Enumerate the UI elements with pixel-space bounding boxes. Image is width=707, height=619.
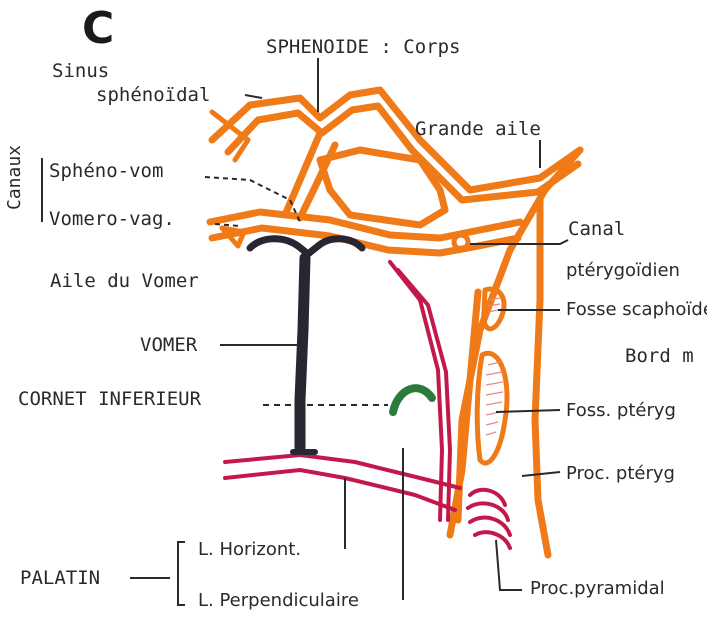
label-sphenoide-corps: SPHENOIDE : Corps	[266, 36, 460, 58]
label-fosse-scapho: Fosse scaphoïde	[566, 299, 707, 321]
label-canal-line2: ptérygoïdien	[566, 260, 680, 282]
label-aile-vomer: Aile du Vomer	[50, 270, 199, 292]
label-sinus-line2: sphénoïdal	[96, 84, 210, 106]
palatin-bracket	[178, 542, 185, 605]
label-proc-pteryg: Proc. ptéryg	[566, 463, 675, 485]
sphenoid-bone	[210, 90, 580, 555]
canal-pterygoidien-ring	[454, 235, 468, 249]
label-canal-line1: Canal	[568, 218, 625, 240]
proc-pyramidal-4	[475, 532, 510, 548]
label-canaux: Canaux	[4, 145, 25, 210]
label-l-perpendiculaire: L. Perpendiculaire	[198, 590, 359, 612]
vomer-wing	[250, 239, 362, 254]
pterygoid-lateral	[535, 200, 548, 555]
label-vomero-vag: Vomero-vag.	[49, 208, 175, 230]
label-proc-pyramidal: Proc.pyramidal	[530, 578, 665, 600]
leader-sinus	[245, 95, 262, 98]
label-grande-aile: Grande aile	[415, 118, 541, 140]
label-l-horizont: L. Horizont.	[198, 539, 301, 561]
palatine-horizontal-upper	[225, 455, 460, 488]
label-vomer: VOMER	[140, 334, 197, 356]
label-spheno-vom: Sphéno-vom	[49, 160, 163, 182]
label-bord: Bord m	[625, 345, 694, 367]
sphenoid-body-roof	[212, 90, 580, 190]
cornet-inferieur-shape	[393, 388, 432, 412]
leader-vomero-vag	[215, 224, 240, 226]
leader-proc-pteryg	[522, 472, 560, 476]
pterygoid-fossa	[477, 353, 507, 463]
label-cornet-inferieur: CORNET INFERIEUR	[18, 388, 201, 410]
vomer-blade	[300, 258, 305, 448]
label-foss-pteryg: Foss. ptéryg	[566, 400, 676, 422]
label-palatin: PALATIN	[20, 567, 100, 589]
panel-letter: C	[82, 4, 114, 54]
palatine-horizontal-lower	[225, 470, 455, 510]
pterygoid-medial	[450, 292, 478, 535]
label-sinus-line1: Sinus	[52, 60, 109, 82]
